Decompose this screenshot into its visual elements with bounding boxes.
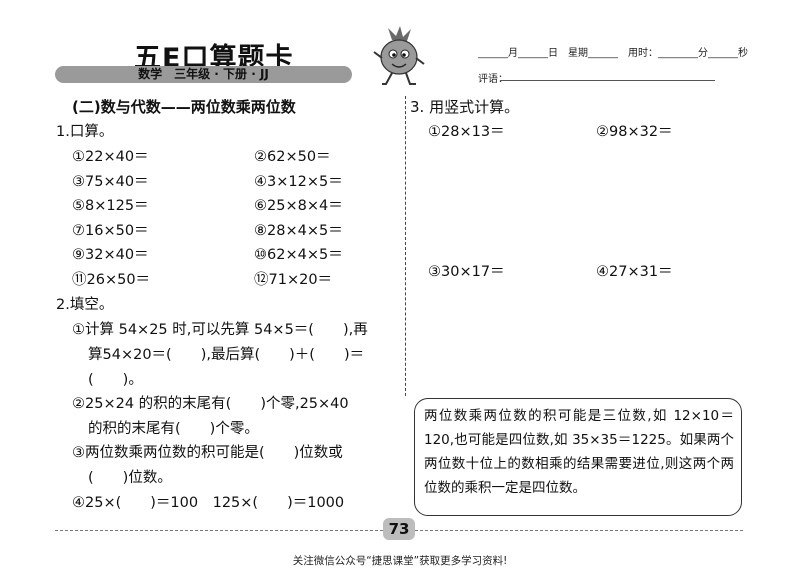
q1-item: ⑤8×125＝ [72,198,149,214]
q2-line: ①计算 54×25 时,可以先算 54×5＝( ),再 [72,322,368,338]
q3-item: ②98×32＝ [596,124,673,140]
q1-item: ⑧28×4×5＝ [254,223,343,239]
q3-item: ④27×31＝ [596,264,673,280]
q3-item: ①28×13＝ [428,124,505,140]
q1-item: ⑦16×50＝ [72,223,149,239]
q1-item: ⑫71×20＝ [254,272,333,288]
section-title: (二)数与代数——两位数乘两位数 [72,98,296,116]
q2-line: ( )。 [88,372,143,388]
q1-item: ③75×40＝ [72,174,149,190]
q1-item: ②62×50＝ [254,149,331,165]
q1-item: ⑥25×8×4＝ [254,198,343,214]
q1-item: ⑩62×4×5＝ [254,247,343,263]
q1-item: ①22×40＝ [72,149,149,165]
subtitle-bar [55,66,352,83]
footer-note: 关注微信公众号“捷思课堂”获取更多学习资料! [292,555,508,567]
comment-label: 评语： [478,74,508,85]
page-number: 73 [383,518,415,540]
q2-title: 2.填空。 [56,297,114,313]
q2-line: ④25×( )＝100 125×( )＝1000 [72,495,345,511]
column-divider [405,96,406,396]
q2-line: ③两位数乘两位数的积可能是( )位数或 [72,445,343,461]
mascot-illustration [373,26,425,85]
date-time-line: ______月______日 星期______ 用时：________分____… [478,48,748,59]
q1-item: ⑪26×50＝ [72,272,151,288]
q3-item: ③30×17＝ [428,264,505,280]
q2-line: ( )位数。 [88,470,172,486]
q1-item: ④3×12×5＝ [254,174,343,190]
q2-line: 的积的末尾有( )个零。 [88,421,259,437]
subtitle-text: 数学 三年级 · 下册 · JJ [138,67,269,81]
tip-box [414,398,742,516]
comment-rule [500,80,715,81]
tip-text: 两位数乘两位数的积可能是三位数,如 12×10＝120,也可能是四位数,如 35… [424,408,734,496]
q2-line: ②25×24 的积的末尾有( )个零,25×40 [72,396,349,412]
q3-title: 3. 用竖式计算。 [410,98,520,116]
q2-line: 算54×20＝( ),最后算( )＋( )＝ [88,347,365,363]
q1-title: 1.口算。 [56,124,114,140]
q1-item: ⑨32×40＝ [72,247,149,263]
